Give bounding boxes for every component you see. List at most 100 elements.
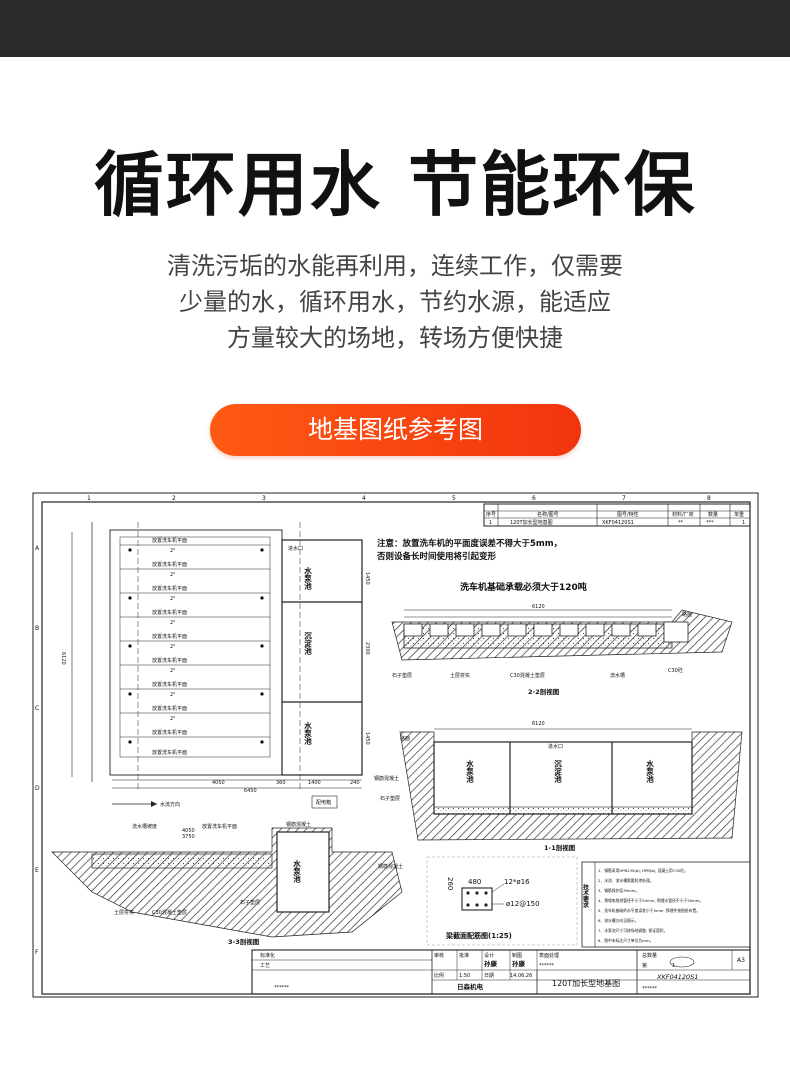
description-line: 清洗污垢的水能再利用，连续工作，仅需要 [167, 252, 623, 280]
svg-text:F: F [35, 949, 39, 956]
label-road: 路面 [682, 611, 692, 618]
flow-direction: 水流方向 [160, 801, 180, 808]
label-soil: 土层夯实 [114, 909, 134, 916]
description-line: 方量较大的场地，转场方便快捷 [227, 324, 563, 352]
svg-text:6: 6 [532, 495, 536, 502]
svg-text:5: 5 [452, 495, 456, 502]
dim-plan-c: 1400 [308, 780, 321, 786]
tech-req: 1、钢筋采用HPB235(ø), HPB(ø), 混凝土用C30砼。 [598, 868, 688, 873]
dim-plan-d: 240 [350, 780, 360, 786]
tb-masked: ****** [642, 986, 658, 992]
label-road: 路面 [400, 735, 410, 742]
plan-row-label: 放置洗车机平面 [152, 705, 187, 712]
description: 清洗污垢的水能再利用，连续工作，仅需要 少量的水，循环用水，节约水源，能适应 方… [0, 248, 790, 356]
tb-std-label: 标准化 [260, 952, 275, 959]
label-c30-pad: C30混凝土垫层 [510, 672, 545, 679]
slope-label: 2° [170, 668, 176, 674]
beam-section: 480 260 12*ø16 ø12@150 梁截面配筋图(1:25) [426, 856, 578, 946]
load-note: 洗车机基础承载必须大于120吨 [460, 581, 587, 593]
svg-text:2: 2 [172, 495, 176, 502]
dim-plan-b: 360 [276, 780, 286, 786]
label-gravel: 石子垫层 [240, 899, 260, 906]
svg-text:3: 3 [262, 495, 266, 502]
dim-len-v: 6120 [60, 652, 66, 665]
label-rc: 钢筋混凝土 [374, 775, 399, 782]
plan-row-label: 放置洗车机平面 [152, 657, 187, 664]
tech-req: 7、水泵池尺寸可按场地调整, 保证容积。 [598, 928, 667, 933]
tb-scale-label: 比例 [434, 972, 444, 979]
pool-label-pump: 水泵池 [465, 759, 474, 784]
parts-table: 序号 名称/图号 图号/特性 材料/厂商 数量 单重 1 120T加长型地基图 … [483, 503, 751, 527]
pool-label-pump: 水泵池 [645, 759, 654, 784]
svg-text:D: D [35, 785, 40, 792]
plan-row-label: 放置洗车机平面 [152, 633, 187, 640]
section-3-3-title: 3-3剖视图 [228, 937, 260, 946]
tb-masked: ****** [274, 985, 290, 991]
dim-total: 6120 [532, 604, 545, 610]
label-gravel: 石子垫层 [380, 795, 400, 802]
headline: 循环用水 节能环保 [93, 144, 697, 226]
tb-designer-label: 设计 [484, 952, 494, 959]
parts-cell: ** [678, 520, 684, 526]
pool-label-settle: 沉淀池 [303, 631, 312, 656]
pool-label-settle: 沉淀池 [553, 759, 562, 784]
plan-row-label: 放置洗车机平面 [152, 749, 187, 756]
parts-header: 单重 [734, 511, 744, 518]
pool-label-pump: 水泵池 [303, 566, 312, 591]
top-bar [0, 0, 790, 57]
title-block: 审核 批准 设计 制图 表面处理 总数量 A3 ****** 第 1 比例 1:… [251, 949, 751, 995]
svg-text:7: 7 [622, 495, 626, 502]
svg-text:C: C [35, 705, 39, 712]
dim-pit-b: 2300 [364, 642, 370, 655]
slope-label: 2° [170, 548, 176, 554]
section-1-1: 水泵池 沉淀池 水泵池 6120 进水口 钢筋混凝土 石子垫层 路面 1-1剖视… [374, 721, 743, 852]
tb-sheets-label: 总数量 [642, 952, 657, 959]
parts-cell: XKF04120S1 [602, 520, 634, 526]
tb-size: A3 [737, 957, 745, 964]
foundation-drawing-button[interactable]: 地基图纸参考图 [210, 404, 581, 456]
parts-cell: 120T加长型地基图 [510, 519, 553, 526]
rebar-spec: 12*ø16 [504, 878, 530, 886]
plan-row-label: 放置洗车机平面 [202, 823, 237, 830]
label-gravel: 石子垫层 [392, 672, 412, 679]
plan-row-label: 放置洗车机平面 [152, 537, 187, 544]
dim-pit-a: 1450 [364, 572, 370, 585]
svg-text:E: E [35, 867, 39, 874]
note-line-1: 注意：放置洗车机的平面度误差不得大于5mm， [377, 538, 562, 549]
plan-row-label: 放置洗车机平面 [152, 609, 187, 616]
tb-sheets: 1 [672, 963, 675, 969]
tb-sheet-label: 第 [642, 962, 647, 969]
pool-label-pump: 水泵池 [303, 721, 312, 746]
parts-header: 序号 [486, 511, 496, 518]
tb-date-label: 日期 [484, 973, 494, 979]
dim-beam-h: 260 [446, 877, 454, 890]
tb-scale: 1:50 [459, 973, 470, 979]
svg-text:B: B [35, 625, 39, 632]
svg-text:4: 4 [362, 495, 366, 502]
plan-row-label: 放置洗车机平面 [152, 585, 187, 592]
tech-req: 8、图中未标注尺寸单位为mm。 [598, 938, 653, 943]
label-c30-pad: C30混凝土垫层 [152, 909, 187, 916]
inlet-label: 进水口 [548, 743, 563, 750]
dim-pit-a: 1450 [364, 732, 370, 745]
section-3-3: 水泵池 流水槽坡度 放置洗车机平面 3750 4050 钢筋混凝土 钢筋混凝土 … [51, 821, 403, 946]
note-line-2: 否则设备长时间使用将引起变形 [376, 551, 497, 562]
parts-cell: 1 [742, 520, 745, 526]
label-drain: 流水槽 [610, 672, 625, 679]
tb-date: 14.06.26 [510, 973, 532, 979]
label-c30: C30砼 [668, 667, 683, 674]
tech-req: 5、洗车机基础的水平度误差小于5mm, 预埋件按图纸布置。 [598, 908, 700, 913]
dim-beam-w: 480 [468, 878, 481, 886]
slope-label: 2° [170, 692, 176, 698]
tech-title: 技术要求 [582, 883, 589, 909]
section-1-1-title: 1-1剖视图 [544, 843, 576, 852]
tech-req: 4、预埋电缆线管径不小于50mm, 预埋水管径不小于50mm。 [598, 898, 703, 903]
tb-check-label: 审核 [434, 952, 444, 959]
plan-row-label: 放置洗车机平面 [152, 681, 187, 688]
tb-designer: 孙康 [484, 959, 498, 968]
svg-text:8: 8 [707, 495, 711, 502]
label-soil: 土层夯实 [450, 672, 470, 679]
description-line: 少量的水，循环用水，节约水源，能适应 [179, 288, 611, 316]
tb-company: 日森机电 [457, 982, 484, 991]
